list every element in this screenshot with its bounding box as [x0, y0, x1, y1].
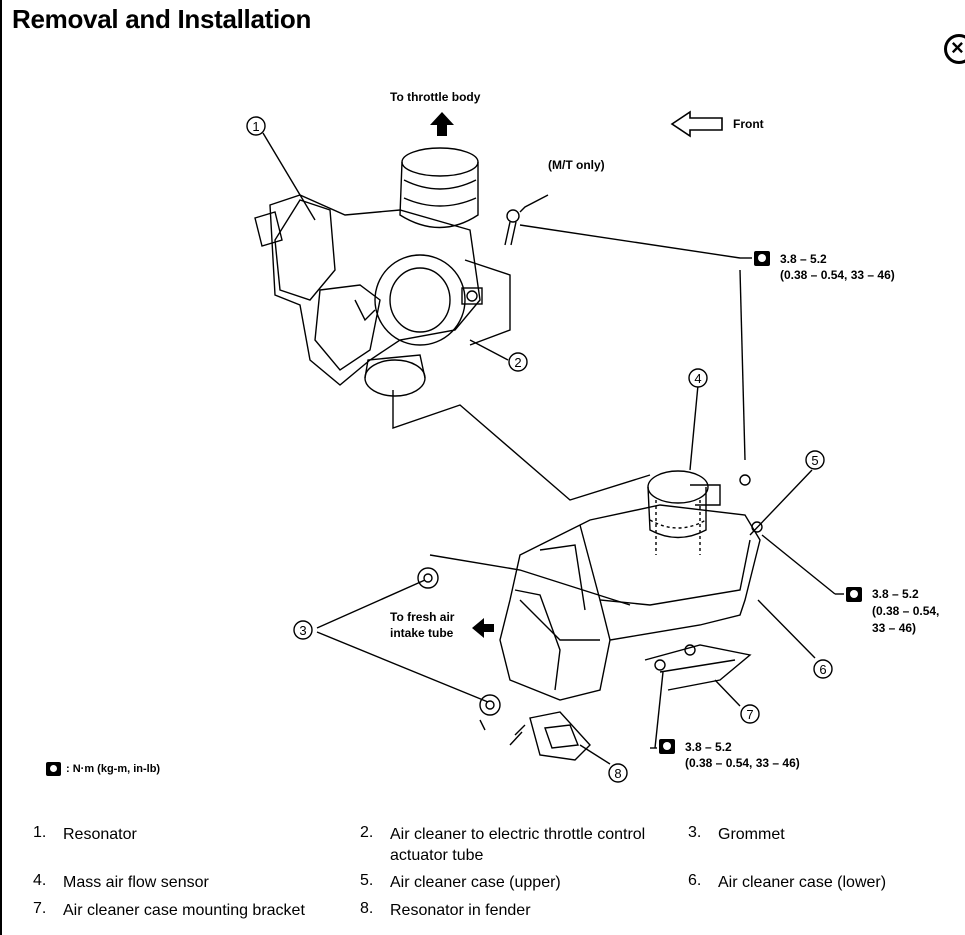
callout-7: 7 — [746, 707, 753, 722]
part-name: Resonator — [63, 826, 137, 843]
part-number: 6. — [688, 872, 702, 889]
part-name: Air cleaner to electric throttle control… — [390, 826, 646, 864]
torque-1-line2: (0.38 – 0.54, 33 – 46) — [780, 268, 895, 282]
resonator-tube-illustration — [254, 147, 511, 397]
torque-wrench-icon — [754, 251, 770, 266]
close-icon: × — [951, 35, 964, 60]
torque-3-line2: (0.38 – 0.54, 33 – 46) — [685, 756, 800, 770]
exploded-view-diagram: 1 2 3 4 5 6 7 8 To throttle body Front (… — [246, 90, 939, 783]
callout-5-circle — [805, 450, 825, 470]
list-item: 3. Grommet — [688, 824, 948, 845]
torque-2-line3: 33 – 46) — [872, 621, 916, 635]
air-cleaner-case-illustration — [499, 470, 763, 761]
callout-2-circle — [508, 352, 528, 372]
part-name: Air cleaner case (lower) — [718, 874, 887, 891]
bolt-mt-only — [504, 209, 520, 246]
callout-8-circle — [608, 763, 628, 783]
part-number: 2. — [360, 824, 374, 841]
callout-6: 6 — [819, 662, 826, 677]
part-number: 1. — [33, 824, 47, 841]
torque-wrench-icon — [659, 739, 675, 754]
list-item: 6. Air cleaner case (lower) — [688, 872, 948, 893]
page-title: Removal and Installation — [12, 4, 312, 34]
part-number: 4. — [33, 872, 47, 889]
callout-8: 8 — [614, 766, 621, 781]
front-arrow-icon — [670, 110, 723, 138]
arrow-left-icon — [472, 618, 494, 638]
part-name: Grommet — [718, 826, 785, 843]
arrow-up-icon — [430, 112, 454, 136]
page-left-rule — [0, 0, 2, 935]
callout-6-circle — [813, 659, 833, 679]
grommet-lower — [479, 694, 501, 716]
part-number: 3. — [688, 824, 702, 841]
callout-2: 2 — [514, 355, 521, 370]
mt-only-label: (M/T only) — [548, 158, 605, 172]
callout-1: 1 — [252, 119, 259, 134]
list-item: 7. Air cleaner case mounting bracket — [33, 900, 353, 921]
callout-4: 4 — [694, 371, 701, 386]
fresh-air-label-line2: intake tube — [390, 626, 454, 640]
callout-3-circle — [293, 620, 313, 640]
callout-1-circle — [246, 116, 266, 136]
grommet-upper — [417, 567, 439, 589]
part-number: 8. — [360, 900, 374, 917]
callout-4-circle — [688, 368, 708, 388]
part-name: Resonator in fender — [390, 902, 531, 919]
torque-legend-text: : N·m (kg-m, in-lb) — [66, 763, 161, 775]
callout-7-circle — [740, 704, 760, 724]
list-item: 1. Resonator — [33, 824, 333, 845]
torque-legend-icon — [46, 762, 61, 776]
part-number: 7. — [33, 900, 47, 917]
torque-3-line1: 3.8 – 5.2 — [685, 740, 732, 754]
torque-2-line2: (0.38 – 0.54, — [872, 604, 939, 618]
part-number: 5. — [360, 872, 374, 889]
list-item: 4. Mass air flow sensor — [33, 872, 333, 893]
part-name: Air cleaner case (upper) — [390, 874, 561, 891]
list-item: 2. Air cleaner to electric throttle cont… — [360, 824, 670, 866]
list-item: 8. Resonator in fender — [360, 900, 670, 921]
torque-wrench-icon — [846, 587, 862, 602]
fresh-air-label-line1: To fresh air — [390, 610, 455, 624]
callout-5: 5 — [811, 453, 818, 468]
torque-1-line1: 3.8 – 5.2 — [780, 252, 827, 266]
part-name: Air cleaner case mounting bracket — [63, 902, 305, 919]
torque-2-line1: 3.8 – 5.2 — [872, 587, 919, 601]
part-name: Mass air flow sensor — [63, 874, 209, 891]
to-throttle-label: To throttle body — [390, 90, 481, 104]
close-button[interactable]: × — [944, 34, 965, 64]
callout-3: 3 — [299, 623, 306, 638]
front-label: Front — [733, 117, 764, 131]
list-item: 5. Air cleaner case (upper) — [360, 872, 670, 893]
